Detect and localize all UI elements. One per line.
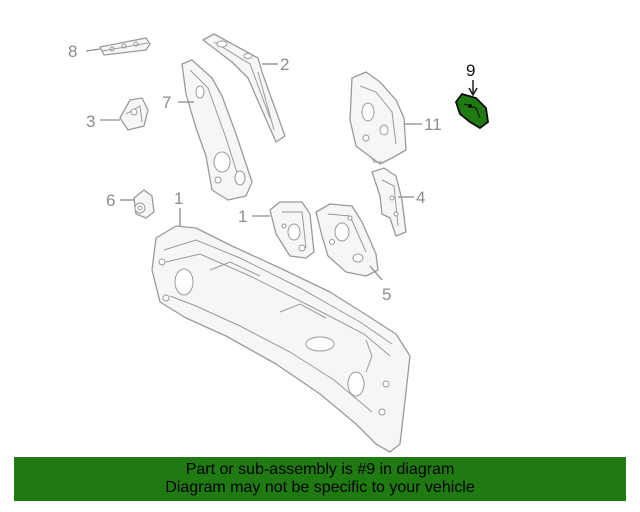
callout-11[interactable]: 11 bbox=[424, 115, 442, 134]
callout-4[interactable]: 1 bbox=[238, 207, 247, 226]
banner-line-2: Diagram may not be specific to your vehi… bbox=[165, 479, 475, 496]
part-9[interactable] bbox=[454, 92, 489, 130]
leader-5 bbox=[369, 265, 383, 281]
part-1[interactable] bbox=[151, 225, 411, 453]
part-11[interactable] bbox=[349, 71, 407, 165]
part-4[interactable] bbox=[269, 201, 315, 259]
parts-diagram: 8 2 7 3 11 bbox=[68, 33, 489, 453]
callout-1[interactable]: 1 bbox=[174, 189, 183, 208]
part-2[interactable] bbox=[202, 33, 286, 143]
part-6[interactable] bbox=[133, 189, 155, 219]
callout-2[interactable]: 2 bbox=[280, 55, 289, 74]
part-7[interactable] bbox=[181, 59, 253, 201]
part-5[interactable] bbox=[315, 203, 379, 277]
part-3[interactable] bbox=[119, 97, 149, 131]
banner-line-1: Part or sub-assembly is #9 in diagram bbox=[185, 461, 455, 478]
callout-7[interactable]: 7 bbox=[162, 93, 171, 112]
callout-6[interactable]: 6 bbox=[106, 191, 115, 210]
callout-3[interactable]: 3 bbox=[86, 112, 95, 131]
arrow-9 bbox=[468, 87, 478, 97]
callout-10[interactable]: 4 bbox=[416, 188, 425, 207]
leader-8 bbox=[85, 48, 101, 52]
callout-8[interactable]: 8 bbox=[68, 42, 77, 61]
part-10[interactable] bbox=[371, 167, 407, 237]
callout-9[interactable]: 9 bbox=[466, 61, 475, 80]
callout-5[interactable]: 5 bbox=[382, 285, 391, 304]
part-8[interactable] bbox=[99, 37, 151, 56]
info-banner: Part or sub-assembly is #9 in diagram Di… bbox=[14, 457, 626, 501]
